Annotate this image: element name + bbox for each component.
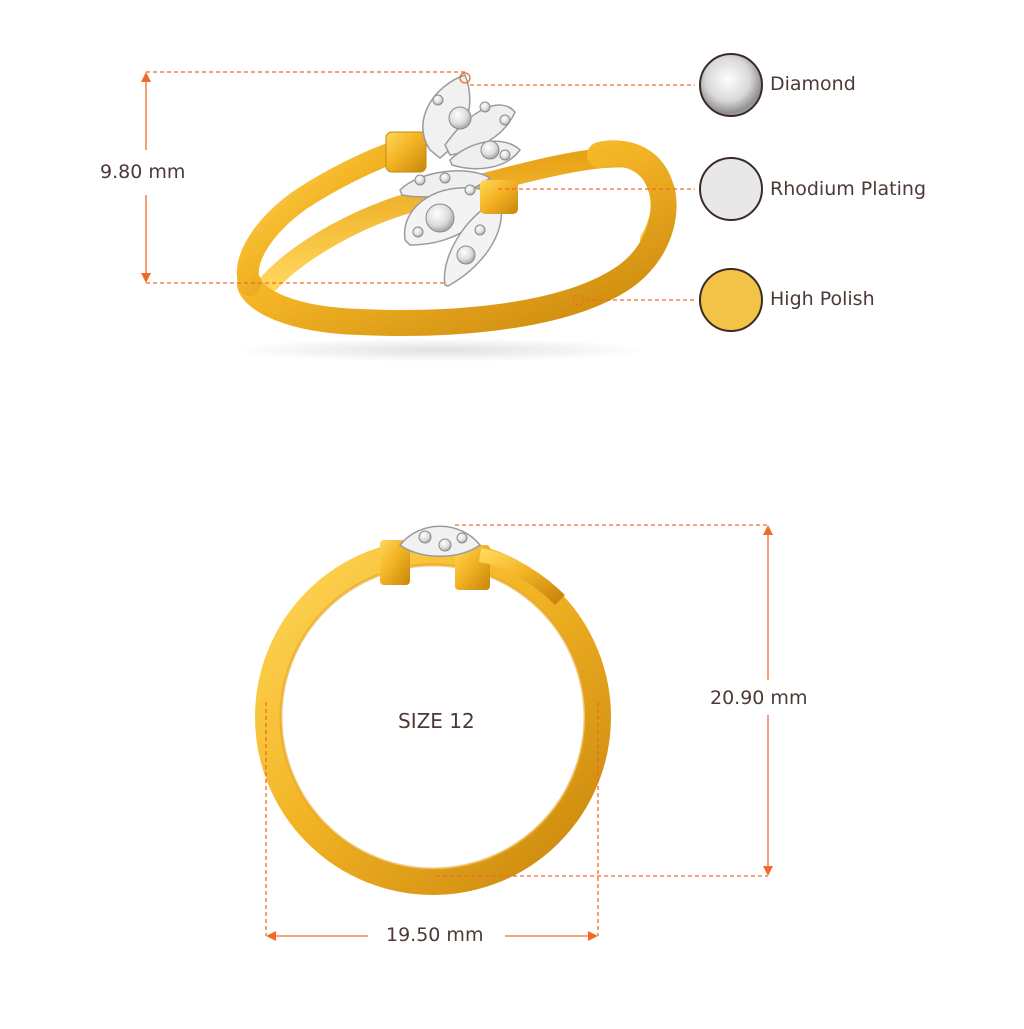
height-label-front: 20.90 mm (710, 687, 808, 709)
width-label-front: 19.50 mm (386, 924, 484, 946)
ring-size-label: SIZE 12 (398, 709, 475, 733)
legend-label-diamond: Diamond (770, 73, 856, 95)
ring-front-view (255, 525, 611, 895)
legend-leaders (459, 72, 695, 306)
legend-label-rhodium: Rhodium Plating (770, 178, 927, 200)
high-polish-swatch-icon (699, 268, 763, 332)
width-dimension-front (265, 702, 599, 941)
ring-side-view (230, 74, 677, 362)
height-label-top: 9.80 mm (100, 161, 186, 183)
height-dimension-front (436, 524, 773, 877)
rhodium-swatch-icon (699, 157, 763, 221)
diamond-leaf-cluster (399, 74, 521, 287)
diamond-icon (699, 53, 763, 117)
height-dimension-top (141, 71, 468, 284)
legend-label-high-polish: High Polish (770, 288, 875, 310)
